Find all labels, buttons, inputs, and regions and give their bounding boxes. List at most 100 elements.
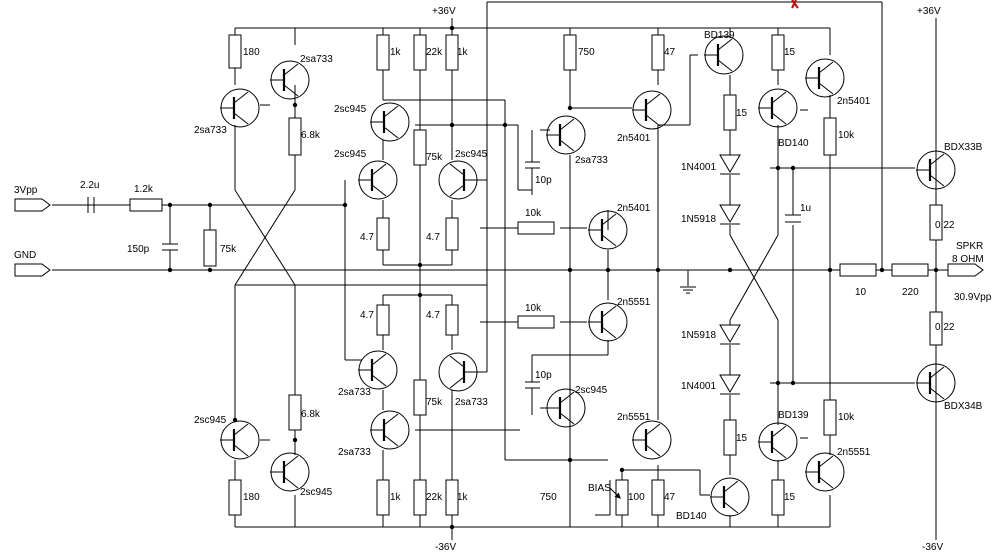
svg-text:10: 10 — [855, 287, 867, 298]
speaker-ohm-label: 8 OHM — [952, 254, 984, 265]
ground-label: GND — [14, 250, 36, 261]
q-2n5551-mid — [586, 301, 629, 343]
q-2n5401-vas — [630, 89, 673, 131]
q-2n5551-right — [803, 451, 846, 493]
svg-text:2sa733: 2sa733 — [338, 387, 371, 398]
svg-text:10k: 10k — [838, 130, 855, 141]
svg-text:750: 750 — [578, 47, 595, 58]
svg-text:22k: 22k — [426, 47, 443, 58]
svg-text:15: 15 — [736, 108, 748, 119]
q-bd140-top — [756, 87, 799, 129]
cursor-mark — [791, 0, 799, 9]
svg-text:1N5918: 1N5918 — [681, 330, 716, 341]
diodes — [719, 154, 741, 395]
speaker-label: SPKR — [956, 241, 983, 252]
input-port — [14, 198, 51, 212]
labels: +36V +36V -36V -36V 3Vpp GND SPKR 8 OHM … — [14, 6, 992, 553]
svg-text:10k: 10k — [525, 208, 542, 219]
capacitors — [87, 150, 801, 400]
output-level-label: 30.9Vpp — [954, 292, 992, 303]
svg-text:0.22: 0.22 — [935, 220, 955, 231]
svg-text:BDX33B: BDX33B — [944, 142, 983, 153]
svg-text:1k: 1k — [457, 47, 469, 58]
svg-text:47: 47 — [664, 492, 676, 503]
q-2sa733-left — [218, 87, 261, 129]
q-2n5401-right — [803, 57, 846, 99]
svg-text:1k: 1k — [390, 492, 402, 503]
rail-neg-right: -36V — [922, 542, 943, 553]
speaker-port — [947, 263, 984, 277]
svg-text:2n5551: 2n5551 — [617, 412, 651, 423]
svg-text:2sa733: 2sa733 — [455, 397, 488, 408]
svg-text:220: 220 — [902, 287, 919, 298]
q-2sa733-top-left — [268, 59, 311, 101]
svg-text:1k: 1k — [457, 492, 469, 503]
svg-text:2.2u: 2.2u — [80, 180, 99, 191]
svg-text:1k: 1k — [390, 47, 402, 58]
svg-text:75k: 75k — [426, 152, 443, 163]
svg-text:1N4001: 1N4001 — [681, 381, 716, 392]
svg-text:180: 180 — [243, 47, 260, 58]
svg-text:1N5918: 1N5918 — [681, 214, 716, 225]
svg-text:2sc945: 2sc945 — [575, 385, 608, 396]
svg-text:10p: 10p — [535, 370, 552, 381]
svg-text:180: 180 — [243, 492, 260, 503]
wiring — [52, 1, 937, 540]
svg-text:BD140: BD140 — [676, 511, 707, 522]
svg-text:22k: 22k — [426, 492, 443, 503]
svg-text:2n5401: 2n5401 — [617, 133, 651, 144]
svg-text:750: 750 — [540, 492, 557, 503]
svg-text:75k: 75k — [220, 244, 237, 255]
svg-text:6.8k: 6.8k — [301, 130, 321, 141]
svg-text:2sa733: 2sa733 — [338, 447, 371, 458]
svg-text:100: 100 — [628, 492, 645, 503]
svg-text:150p: 150p — [127, 244, 150, 255]
q-bd139-top — [702, 34, 745, 76]
svg-text:4.7: 4.7 — [426, 232, 440, 243]
svg-text:2n5401: 2n5401 — [837, 96, 871, 107]
svg-text:2sc945: 2sc945 — [334, 104, 367, 115]
svg-text:2sa733: 2sa733 — [194, 125, 227, 136]
svg-text:75k: 75k — [426, 397, 443, 408]
svg-text:4.7: 4.7 — [426, 310, 440, 321]
q-bd140-bot — [708, 476, 751, 518]
junctions — [167, 25, 939, 530]
svg-text:15: 15 — [736, 433, 748, 444]
rail-neg-bot: -36V — [435, 542, 456, 553]
svg-text:2n5401: 2n5401 — [617, 203, 651, 214]
svg-text:2sc945: 2sc945 — [300, 487, 333, 498]
svg-text:47: 47 — [664, 47, 676, 58]
svg-text:BIAS: BIAS — [588, 483, 611, 494]
svg-text:0.22: 0.22 — [935, 322, 955, 333]
svg-text:1u: 1u — [800, 203, 811, 214]
q-2sa733-c — [356, 349, 399, 391]
q-2sc945-br — [268, 451, 311, 493]
resistors — [129, 34, 943, 516]
svg-text:2sc945: 2sc945 — [194, 415, 227, 426]
q-2sa733-e — [368, 409, 411, 451]
svg-text:1.2k: 1.2k — [134, 184, 154, 195]
svg-text:2sa733: 2sa733 — [300, 54, 333, 65]
input-label: 3Vpp — [14, 185, 38, 196]
svg-text:2n5551: 2n5551 — [617, 297, 651, 308]
ports — [14, 0, 984, 294]
svg-text:10k: 10k — [838, 412, 855, 423]
svg-text:2n5551: 2n5551 — [837, 447, 871, 458]
svg-text:BD140: BD140 — [778, 138, 809, 149]
ground-port — [14, 263, 51, 277]
svg-text:10p: 10p — [535, 175, 552, 186]
svg-text:6.8k: 6.8k — [301, 409, 321, 420]
q-2sc945-c — [437, 159, 480, 201]
q-2n5551-vas — [630, 419, 673, 461]
svg-text:15: 15 — [784, 47, 796, 58]
svg-text:BDX34B: BDX34B — [944, 401, 983, 412]
svg-text:15: 15 — [784, 492, 796, 503]
svg-text:10k: 10k — [525, 303, 542, 314]
rail-pos-top: +36V — [432, 6, 456, 17]
svg-text:4.7: 4.7 — [360, 232, 374, 243]
svg-text:BD139: BD139 — [704, 30, 735, 41]
q-2sc945-bl — [218, 419, 261, 461]
svg-text:2sa733: 2sa733 — [575, 155, 608, 166]
svg-text:2sc945: 2sc945 — [334, 149, 367, 160]
